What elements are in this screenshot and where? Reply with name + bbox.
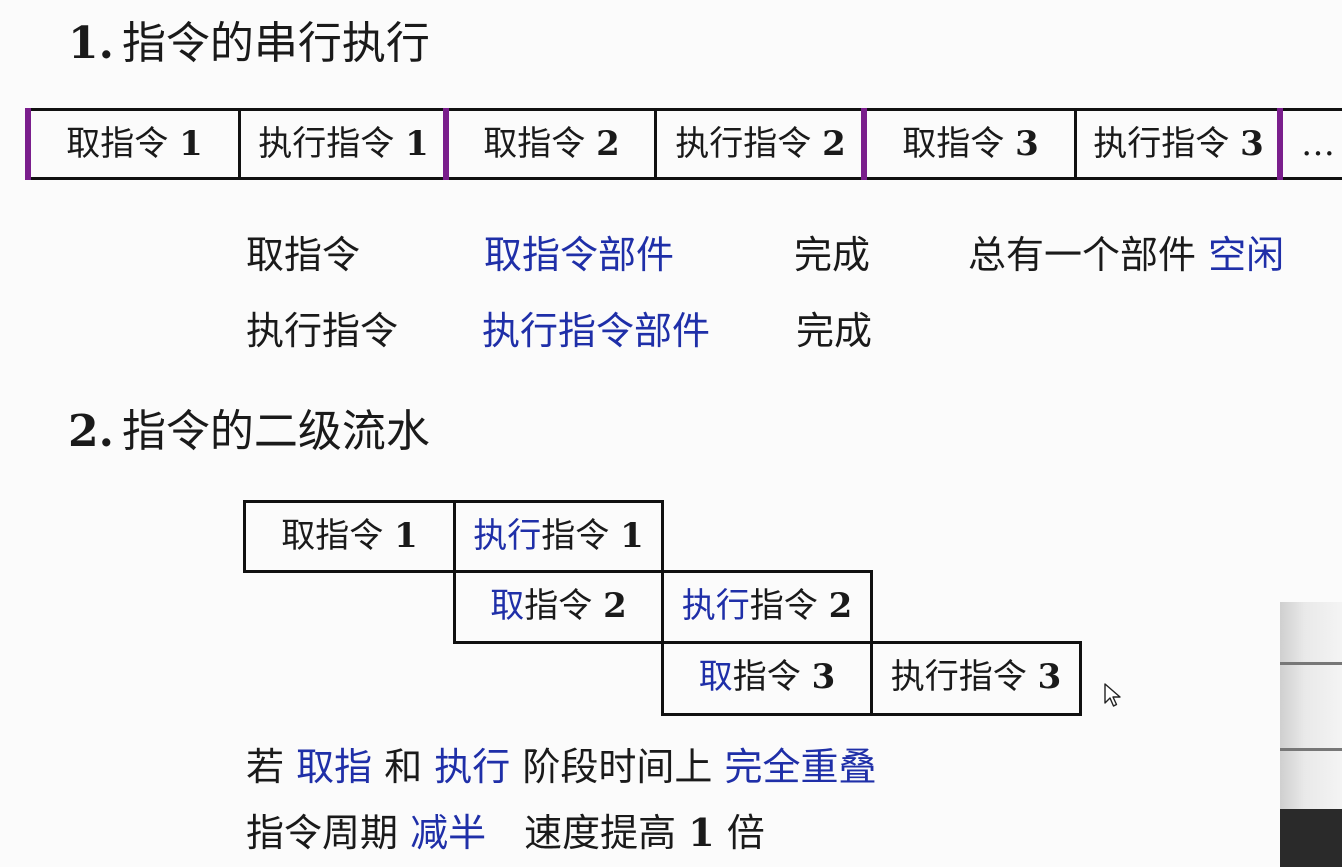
section-2-title: 指令的二级流水 bbox=[121, 406, 430, 457]
note-fetch-verb: 完成 bbox=[794, 233, 871, 277]
pipeline-fetch-2: 取指令 2 bbox=[453, 570, 664, 644]
pipeline-fetch-3: 取指令 3 bbox=[661, 641, 873, 716]
presenter-video-strip bbox=[1280, 602, 1342, 867]
mouse-pointer-icon bbox=[1104, 683, 1121, 707]
note-fetch-term: 取指令 bbox=[246, 233, 361, 277]
section-2-heading: 2.指令的二级流水 bbox=[68, 410, 430, 454]
pipeline-fetch-1: 取指令 1 bbox=[243, 500, 456, 573]
note-exec-verb: 完成 bbox=[796, 309, 873, 353]
section-1-title: 指令的串行执行 bbox=[121, 18, 430, 69]
summary-exec: 执行 bbox=[434, 745, 511, 789]
pipeline-exec-1: 执行指令 1 bbox=[453, 500, 664, 573]
summary-line-1: 若 取指 和 执行 阶段时间上 完全重叠 bbox=[246, 745, 877, 789]
note-remark-text: 总有一个部件 bbox=[968, 233, 1197, 277]
cycle-marker-4 bbox=[1277, 108, 1283, 180]
serial-cell-exec-1: 执行指令 1 bbox=[238, 111, 446, 177]
cycle-marker-2 bbox=[443, 108, 449, 180]
cycle-marker-3 bbox=[861, 108, 867, 180]
serial-cell-exec-3: 执行指令 3 bbox=[1074, 111, 1280, 177]
summary-fetch: 取指 bbox=[296, 745, 373, 789]
video-frame-line bbox=[1280, 662, 1342, 665]
video-frame-line bbox=[1280, 748, 1342, 751]
section-2-number: 2. bbox=[68, 406, 114, 457]
note-idle-highlight: 空闲 bbox=[1208, 233, 1285, 277]
pipeline-exec-3: 执行指令 3 bbox=[870, 641, 1082, 716]
serial-execution-strip: 取指令 1 执行指令 1 取指令 2 执行指令 2 取指令 3 执行指令 3 … bbox=[25, 108, 1342, 180]
section-1-heading: 1.指令的串行执行 bbox=[68, 22, 430, 66]
serial-cell-fetch-3: 取指令 3 bbox=[864, 111, 1074, 177]
video-dark-floor bbox=[1280, 809, 1342, 867]
pipeline-exec-2: 执行指令 2 bbox=[661, 570, 873, 644]
summary-overlap: 完全重叠 bbox=[724, 745, 877, 789]
note-remark: 总有一个部件 空闲 bbox=[968, 236, 1284, 274]
summary-halved: 减半 bbox=[410, 811, 487, 855]
serial-cell-ellipsis: … bbox=[1280, 111, 1342, 177]
serial-cell-fetch-1: 取指令 1 bbox=[28, 111, 238, 177]
note-fetch-unit: 取指令部件 bbox=[484, 233, 675, 277]
section-1-number: 1. bbox=[68, 18, 114, 69]
serial-cell-exec-2: 执行指令 2 bbox=[654, 111, 864, 177]
serial-cell-fetch-2: 取指令 2 bbox=[446, 111, 654, 177]
cycle-marker-1 bbox=[25, 108, 31, 180]
summary-line-2: 指令周期 减半 速度提高 1 倍 bbox=[246, 810, 765, 855]
note-exec-unit: 执行指令部件 bbox=[482, 309, 711, 353]
note-exec-term: 执行指令 bbox=[246, 309, 399, 353]
